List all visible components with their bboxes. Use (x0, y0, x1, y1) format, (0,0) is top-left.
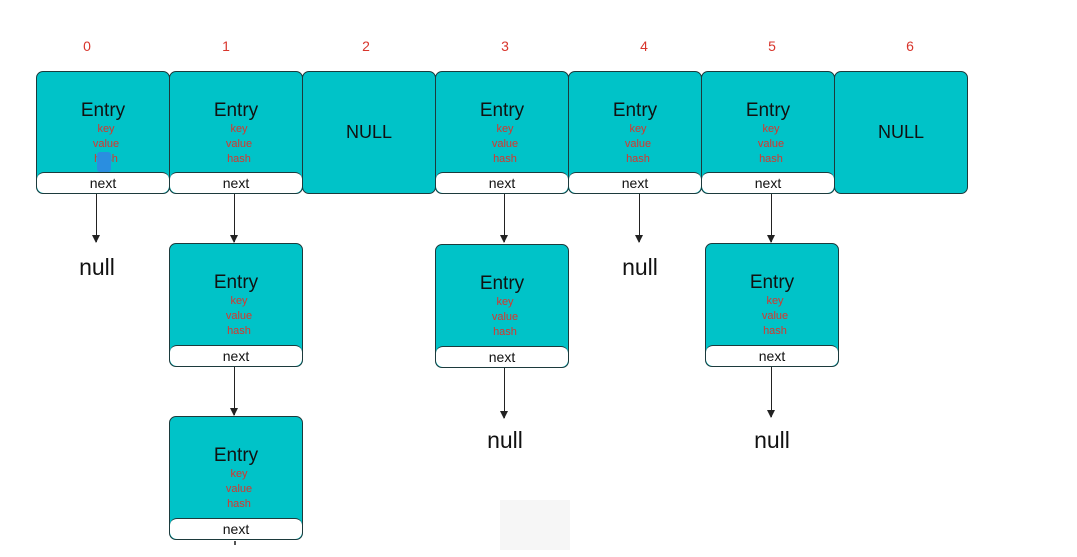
entry-title: Entry (213, 272, 259, 293)
entry-value-field: value (757, 138, 785, 150)
pointer-arrow (230, 367, 238, 416)
bucket-index-6: 6 (906, 38, 914, 54)
entry-title: Entry (213, 100, 259, 121)
entry-value-field: value (225, 310, 253, 322)
bucket-2-null: NULL (302, 71, 436, 194)
pointer-arrow (767, 194, 775, 243)
entry-value-field: value (225, 138, 253, 150)
entry-key-field: key (230, 295, 248, 307)
entry-next-pointer: next (37, 172, 169, 193)
entry-key-field: key (496, 296, 514, 308)
entry-next-pointer: next (706, 345, 838, 366)
entry-title: Entry (479, 273, 525, 294)
bucket-3-entry: Entry key value hash next (435, 71, 569, 194)
bucket-index-0: 0 (83, 38, 91, 54)
pointer-arrow (92, 194, 100, 243)
chain-3-entry-2: Entry key value hash next (435, 244, 569, 368)
entry-value-field: value (624, 138, 652, 150)
entry-hash-field: hash (763, 325, 787, 337)
null-terminator: null (487, 427, 523, 453)
entry-next-pointer: next (170, 518, 302, 539)
bucket-6-null: NULL (834, 71, 968, 194)
watermark-smudge (500, 500, 570, 550)
entry-next-pointer: next (569, 172, 701, 193)
null-terminator: null (754, 427, 790, 453)
bucket-null-label: NULL (345, 122, 393, 142)
chain-1-entry-3: Entry key value hash next (169, 416, 303, 540)
pointer-arrow (230, 194, 238, 243)
hand-cursor-icon (97, 152, 111, 172)
entry-value-field: value (491, 138, 519, 150)
entry-next-pointer: next (436, 172, 568, 193)
entry-hash-field: hash (493, 153, 517, 165)
entry-next-pointer: next (170, 172, 302, 193)
entry-key-field: key (762, 123, 780, 135)
entry-key-field: key (496, 123, 514, 135)
pointer-arrow (767, 367, 775, 418)
entry-hash-field: hash (227, 498, 251, 510)
bucket-1-entry: Entry key value hash next (169, 71, 303, 194)
continuation-mark (234, 541, 236, 545)
entry-key-field: key (629, 123, 647, 135)
bucket-index-5: 5 (768, 38, 776, 54)
entry-next-pointer: next (170, 345, 302, 366)
entry-title: Entry (745, 100, 791, 121)
pointer-arrow (500, 194, 508, 243)
bucket-0-entry: Entry key value hash next (36, 71, 170, 194)
entry-title: Entry (213, 445, 259, 466)
entry-hash-field: hash (227, 153, 251, 165)
chain-1-entry-2: Entry key value hash next (169, 243, 303, 367)
pointer-arrow (635, 194, 643, 243)
entry-key-field: key (230, 468, 248, 480)
bucket-5-entry: Entry key value hash next (701, 71, 835, 194)
bucket-index-4: 4 (640, 38, 648, 54)
entry-key-field: key (766, 295, 784, 307)
bucket-null-label: NULL (877, 122, 925, 142)
pointer-arrow (500, 368, 508, 419)
entry-title: Entry (80, 100, 126, 121)
entry-value-field: value (761, 310, 789, 322)
entry-key-field: key (230, 123, 248, 135)
entry-hash-field: hash (759, 153, 783, 165)
entry-hash-field: hash (626, 153, 650, 165)
bucket-4-entry: Entry key value hash next (568, 71, 702, 194)
entry-title: Entry (749, 272, 795, 293)
bucket-index-1: 1 (222, 38, 230, 54)
null-terminator: null (622, 254, 658, 280)
null-terminator: null (79, 254, 115, 280)
entry-value-field: value (225, 483, 253, 495)
entry-hash-field: hash (227, 325, 251, 337)
entry-next-pointer: next (436, 346, 568, 367)
bucket-index-3: 3 (501, 38, 509, 54)
entry-key-field: key (97, 123, 115, 135)
entry-title: Entry (612, 100, 658, 121)
entry-hash-field: hash (493, 326, 517, 338)
bucket-index-2: 2 (362, 38, 370, 54)
entry-title: Entry (479, 100, 525, 121)
entry-next-pointer: next (702, 172, 834, 193)
chain-5-entry-2: Entry key value hash next (705, 243, 839, 367)
entry-value-field: value (491, 311, 519, 323)
entry-value-field: value (92, 138, 120, 150)
